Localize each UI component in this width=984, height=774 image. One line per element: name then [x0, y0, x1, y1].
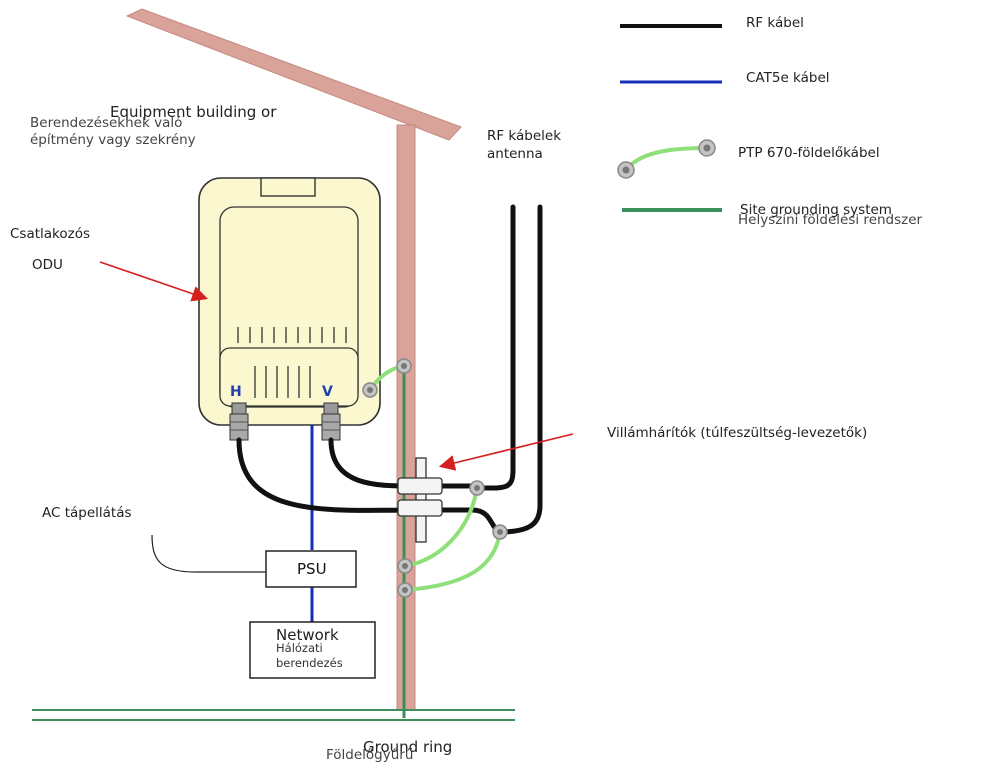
odu-unit — [198, 177, 381, 426]
legend-site-grounding-hu-label: Helyszíni földelési rendszer — [738, 212, 923, 228]
connector-odu-label-1: Csatlakozós — [10, 226, 91, 242]
lightning-arrestors — [397, 457, 443, 543]
rf-cables-label: RF kábelek — [487, 128, 562, 144]
equipment-building-en-label: Equipment building or — [110, 103, 277, 121]
mast-pole — [396, 124, 416, 711]
legend-ptp-ground-symbol — [617, 139, 716, 179]
psu-box — [265, 550, 357, 588]
odu-connector-v — [321, 402, 341, 441]
legend-cat5e-label: CAT5e kábel — [746, 70, 830, 86]
ground-ring-hu-label: Földelőgyűrű — [326, 747, 414, 763]
legend-rf-label: RF kábel — [746, 15, 804, 31]
rf-antenna-label: antenna — [487, 146, 543, 162]
arrestor-pointer-arrow — [438, 433, 574, 471]
network-en-label: Network — [276, 626, 339, 644]
port-v-label: V — [322, 384, 333, 400]
ground-ring-lines — [32, 709, 515, 721]
psu-label: PSU — [297, 560, 327, 578]
equipment-building-hu-label-1: Berendezéseknek való — [30, 115, 183, 131]
connector-odu-label-2: ODU — [32, 257, 63, 273]
ac-supply-line — [151, 534, 266, 573]
ac-power-label: AC tápellátás — [42, 505, 132, 521]
rf-cables — [236, 204, 543, 535]
odu-pointer-arrow — [99, 261, 209, 302]
legend-ptp-ground-label: PTP 670-földelőkábel — [738, 145, 880, 161]
roof — [125, 8, 462, 141]
odu-connector-h — [229, 402, 249, 441]
ground-clamps — [362, 358, 508, 598]
ground-ring-en-label: Ground ring — [363, 738, 453, 756]
lightning-arrestors-label: Villámhárítók (túlfeszültség-levezetők) — [607, 425, 868, 441]
legend-site-grounding-en-label: Site grounding system — [740, 202, 892, 218]
port-h-label: H — [230, 384, 242, 400]
network-hu-label-2: berendezés — [276, 656, 343, 670]
equipment-building-hu-label-2: építmény vagy szekrény — [30, 132, 196, 148]
network-box — [249, 621, 376, 679]
network-hu-label-1: Hálózati — [276, 641, 323, 655]
